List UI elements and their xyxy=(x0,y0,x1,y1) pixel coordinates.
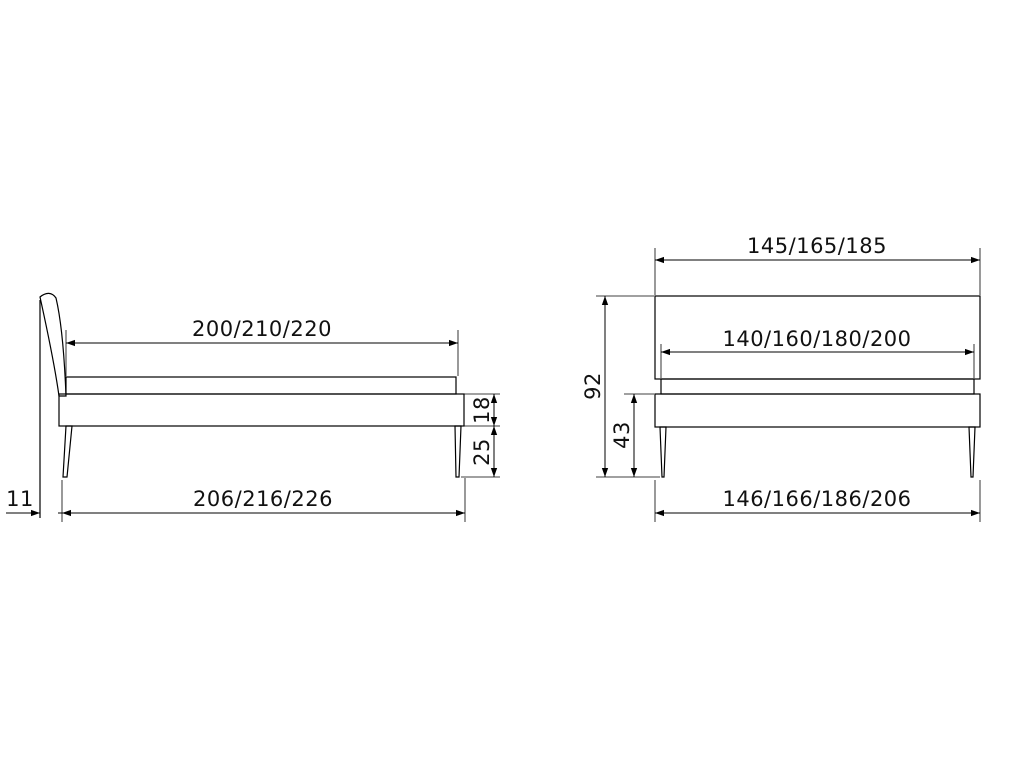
side-leg-head xyxy=(62,425,73,478)
label-overall-width: 146/166/186/206 xyxy=(722,487,911,511)
label-mattress-width: 140/160/180/200 xyxy=(722,327,911,351)
front-leg-right xyxy=(968,426,976,478)
label-headboard-thickness: 11 xyxy=(6,487,34,511)
side-frame-rail xyxy=(58,393,465,427)
side-view: 200/210/220 206/216/226 11 18 25 xyxy=(6,292,500,522)
label-frame-height: 18 xyxy=(470,396,494,424)
label-mattress-length: 200/210/220 xyxy=(192,317,332,341)
front-frame xyxy=(654,393,981,428)
front-view: 145/165/185 140/160/180/200 146/166/186/… xyxy=(581,234,981,522)
label-headboard-width: 145/165/185 xyxy=(747,234,887,258)
side-leg-foot xyxy=(454,425,462,478)
side-headboard xyxy=(39,292,67,397)
label-frame-top-height: 43 xyxy=(610,421,634,449)
front-mattress xyxy=(660,378,975,395)
label-leg-height: 25 xyxy=(470,438,494,466)
front-leg-left xyxy=(659,426,667,478)
side-mattress xyxy=(65,376,457,395)
label-overall-length: 206/216/226 xyxy=(193,487,333,511)
label-headboard-height: 92 xyxy=(581,372,605,400)
